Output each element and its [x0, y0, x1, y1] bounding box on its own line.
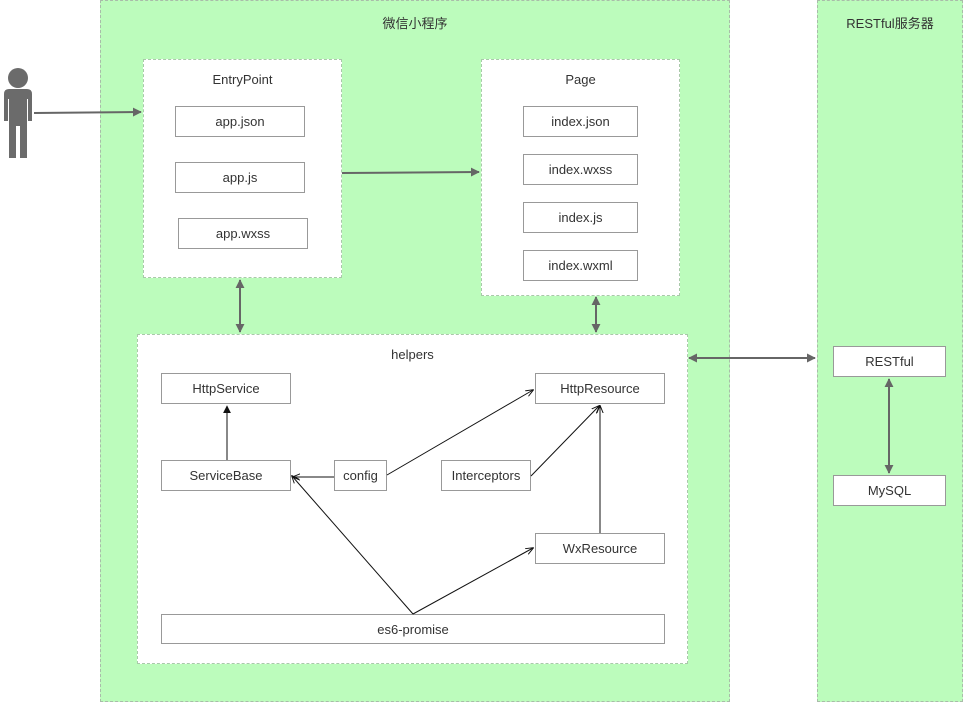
index-json-node: index.json — [523, 106, 638, 137]
restful-node: RESTful — [833, 346, 946, 377]
miniprogram-title: 微信小程序 — [382, 16, 448, 31]
es6-promise-node: es6-promise — [161, 614, 665, 644]
user-icon — [4, 68, 32, 158]
restful-server-title: RESTful服务器 — [846, 16, 934, 31]
service-base-node: ServiceBase — [161, 460, 291, 491]
interceptors-node: Interceptors — [441, 460, 531, 491]
app-js-node: app.js — [175, 162, 305, 193]
user-body — [4, 89, 32, 158]
page-title: Page — [565, 72, 596, 87]
http-resource-node: HttpResource — [535, 373, 665, 404]
app-json-node: app.json — [175, 106, 305, 137]
mysql-node: MySQL — [833, 475, 946, 506]
helpers-title: helpers — [391, 347, 434, 362]
wx-resource-node: WxResource — [535, 533, 665, 564]
index-wxss-node: index.wxss — [523, 154, 638, 185]
entrypoint-title: EntryPoint — [212, 72, 273, 87]
http-service-node: HttpService — [161, 373, 291, 404]
config-node: config — [334, 460, 387, 491]
index-wxml-node: index.wxml — [523, 250, 638, 281]
user-head — [8, 68, 28, 88]
index-js-node: index.js — [523, 202, 638, 233]
app-wxss-node: app.wxss — [178, 218, 308, 249]
